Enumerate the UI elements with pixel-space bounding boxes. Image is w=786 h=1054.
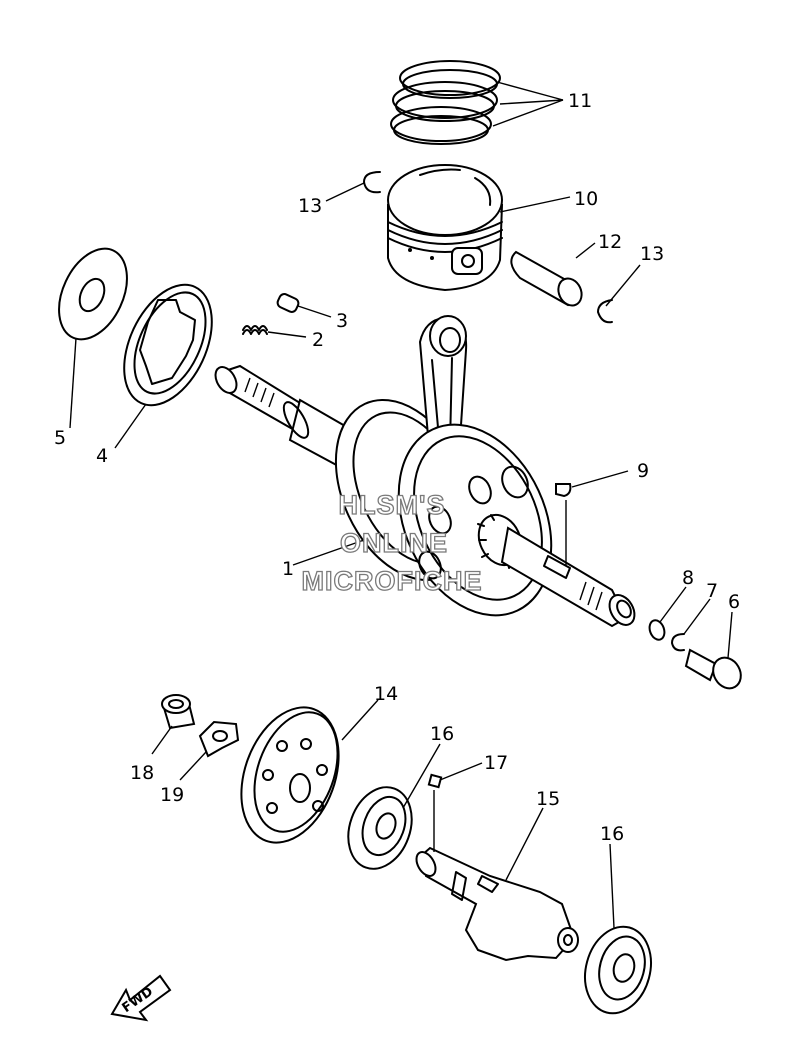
callout-19: 19 <box>160 784 184 806</box>
leader-lines <box>69 81 733 929</box>
woodruff-key <box>555 483 572 498</box>
callout-17: 17 <box>484 752 508 774</box>
callout-6: 6 <box>728 591 740 613</box>
piston <box>387 164 504 292</box>
circlip-left <box>363 171 381 194</box>
dowel-pin <box>276 293 300 313</box>
callout-13-right: 13 <box>640 243 664 265</box>
tab-lock-washer <box>198 720 240 758</box>
collar <box>161 694 196 730</box>
callout-2: 2 <box>312 329 324 351</box>
fwd-arrow-icon: FWD <box>110 974 172 1022</box>
callout-16-left: 16 <box>430 723 454 745</box>
callout-3: 3 <box>336 310 348 332</box>
bearing-right <box>584 925 652 1015</box>
rotor-ring <box>123 283 213 407</box>
watermark: HLSM'S ONLINE MICROFICHE <box>301 489 483 596</box>
callout-15: 15 <box>536 788 560 810</box>
piston-rings <box>390 60 501 145</box>
bearing-left <box>347 786 413 870</box>
callout-4: 4 <box>96 445 108 467</box>
callout-labels: 11 10 12 13 13 3 2 5 4 9 1 8 7 6 14 16 1… <box>54 90 740 845</box>
callout-5: 5 <box>54 427 66 449</box>
circlip-right <box>597 299 613 324</box>
callout-9: 9 <box>637 460 649 482</box>
crankshaft-assembly <box>214 315 636 628</box>
watermark-line-1: HLSM'S <box>339 490 446 520</box>
washer <box>58 247 128 341</box>
plain-washer <box>648 619 666 641</box>
callout-7: 7 <box>706 580 718 602</box>
callout-8: 8 <box>682 567 694 589</box>
lock-washer <box>671 633 685 652</box>
callout-13-left: 13 <box>298 195 322 217</box>
callout-12: 12 <box>598 231 622 253</box>
watermark-line-3: MICROFICHE <box>302 566 483 596</box>
watermark-line-2: ONLINE <box>340 528 448 558</box>
balancer-drive-gear <box>240 706 340 844</box>
balancer-shaft <box>415 846 579 962</box>
callout-16-right: 16 <box>600 823 624 845</box>
spring <box>242 325 268 335</box>
bolt <box>684 648 742 690</box>
piston-pin <box>510 250 583 307</box>
callout-14: 14 <box>374 683 398 705</box>
callout-18: 18 <box>130 762 154 784</box>
callout-10: 10 <box>574 188 598 210</box>
straight-key <box>427 773 443 789</box>
callout-11: 11 <box>568 90 592 112</box>
callout-1: 1 <box>282 558 294 580</box>
